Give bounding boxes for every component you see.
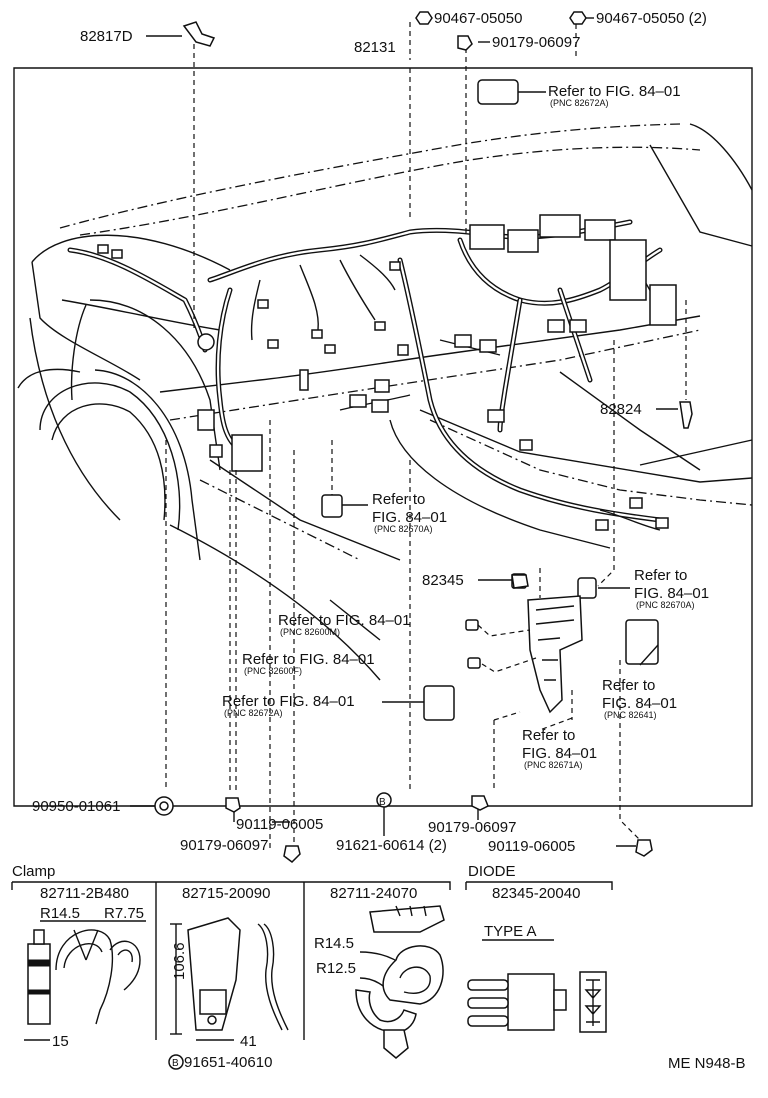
diode-part: 82345-20040	[492, 885, 580, 902]
clamp1-body	[27, 943, 51, 1025]
clamp-r775: R7.75	[104, 905, 144, 922]
ref2-pnc: (PNC 82670A)	[374, 524, 433, 534]
label-90119-06005-right: 90119-06005	[488, 838, 575, 855]
label-90119-06005-left: 90119-06005	[236, 816, 323, 833]
clamp-part2: 82715-20090	[182, 885, 270, 902]
ref7-line1: Refer to	[602, 677, 655, 694]
label-82131: 82131	[354, 39, 396, 56]
ref3-line1: Refer to	[634, 567, 687, 584]
clip-90179-bl-icon	[225, 797, 241, 813]
clamp-heading: Clamp	[12, 863, 55, 880]
ref5-pnc: (PNC 82600F)	[244, 666, 302, 676]
ref6-pnc: (PNC 82672A)	[224, 708, 283, 718]
reference-parts	[321, 79, 659, 721]
clamp-r145b: R14.5	[314, 935, 354, 952]
label-82817d: 82817D	[80, 28, 133, 45]
ref6-text: Refer to FIG. 84–01	[222, 693, 355, 710]
clamp-part3: 82711-24070	[330, 885, 417, 902]
label-90467-05050: 90467-05050	[434, 10, 522, 27]
leader-lines	[130, 17, 687, 850]
clamp3-ring	[382, 945, 444, 1005]
label-82824: 82824	[600, 401, 642, 418]
ref7-line2: FIG. 84–01	[602, 695, 677, 712]
clamp-dim15: 15	[52, 1033, 69, 1050]
clamp-bolt: 91651-40610	[184, 1054, 272, 1071]
label-90179-06097-bl: 90179-06097	[180, 837, 268, 854]
fastener-icons	[154, 11, 693, 863]
screw-90119-r-icon	[635, 839, 653, 857]
label-91621-60614: 91621-60614 (2)	[336, 837, 447, 854]
clamp3-anchor	[383, 1029, 409, 1059]
ref1-pnc: (PNC 82672A)	[550, 98, 609, 108]
main-frame	[13, 67, 753, 807]
label-90467-05050-2: 90467-05050 (2)	[596, 10, 707, 27]
ref8-pnc: (PNC 82671A)	[524, 760, 583, 770]
clip-90179-br-icon	[471, 795, 489, 811]
ref2-line1: Refer to	[372, 491, 425, 508]
ref8-line1: Refer to	[522, 727, 575, 744]
ref1-text: Refer to FIG. 84–01	[548, 83, 681, 100]
label-90179-06097-top: 90179-06097	[492, 34, 580, 51]
ref4-text: Refer to FIG. 84–01	[278, 612, 411, 629]
callout-b-icon	[376, 792, 392, 808]
ref2-line2: FIG. 84–01	[372, 509, 447, 526]
vehicle-body-outline	[17, 123, 753, 681]
label-90179-06097-br: 90179-06097	[428, 819, 516, 836]
diode-82345-icon	[511, 574, 529, 589]
clip-82817d-icon	[182, 21, 216, 47]
clamp3-top	[369, 905, 445, 933]
harness-connectors	[97, 214, 677, 531]
clamp-bolt-b: B	[172, 1058, 179, 1069]
clamp-82824-icon	[679, 401, 693, 429]
bolt-90467-2-icon	[569, 11, 587, 25]
drawing-code: ME N948-B	[668, 1055, 746, 1072]
screw-90119-l-icon	[283, 845, 301, 863]
clamp-part1: 82711-2B480	[40, 885, 129, 902]
ref3-pnc: (PNC 82670A)	[636, 600, 695, 610]
ref7-pnc: (PNC 82641)	[604, 710, 657, 720]
label-82345: 82345	[422, 572, 464, 589]
harness-82131-bundles	[67, 219, 663, 531]
diode-section: DIODE 82345-20040 TYPE A	[465, 863, 613, 1033]
diode-body	[507, 973, 555, 1031]
clamp-r125: R12.5	[316, 960, 356, 977]
clamp-dim41: 41	[240, 1033, 257, 1050]
clip-90179-top-icon	[457, 35, 473, 51]
clamp-section: Clamp 82711-2B480 R14.5 R7.75 15 82715-2…	[11, 863, 451, 1071]
bolt-90467-icon	[415, 11, 433, 25]
label-90950-01061: 90950-01061	[32, 798, 120, 815]
clamp-r145: R14.5	[40, 905, 80, 922]
ref5-text: Refer to FIG. 84–01	[242, 651, 375, 668]
ref3-line2: FIG. 84–01	[634, 585, 709, 602]
clamp-dim1066: 106.6	[171, 942, 188, 980]
ref8-line2: FIG. 84–01	[522, 745, 597, 762]
diode-type: TYPE A	[484, 923, 537, 940]
label-callout-b: B	[379, 797, 386, 808]
clamp3-base	[355, 989, 417, 1034]
ref4-pnc: (PNC 82600M)	[280, 627, 340, 637]
diode-heading: DIODE	[468, 863, 516, 880]
